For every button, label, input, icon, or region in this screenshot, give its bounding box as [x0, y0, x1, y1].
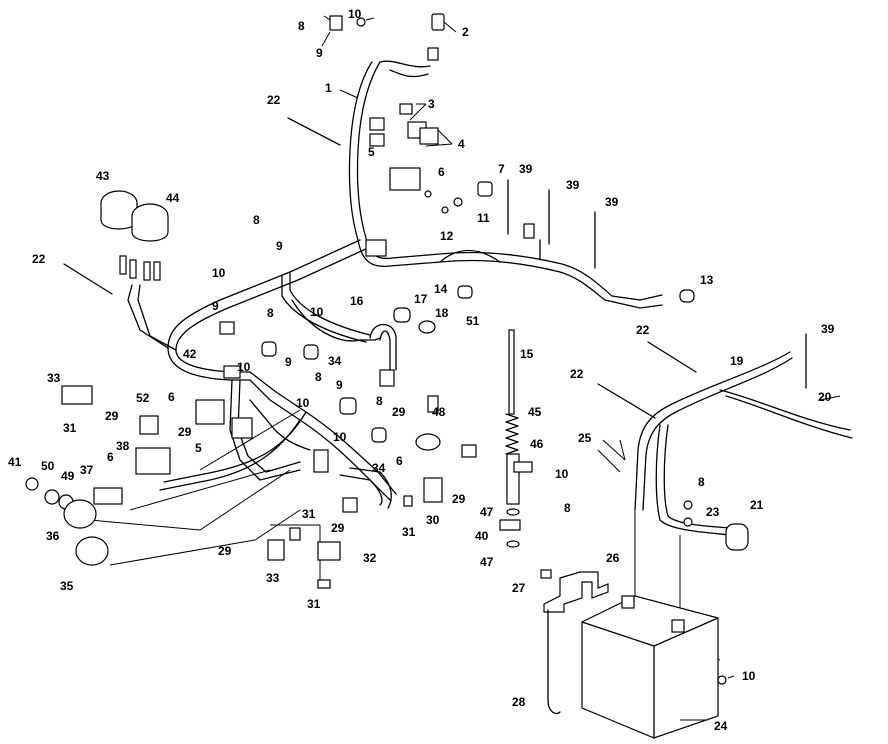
- callout-number: 52: [136, 391, 150, 405]
- callout-number: 33: [266, 571, 280, 585]
- callout-number: 31: [63, 421, 77, 435]
- callout-number: 25: [578, 431, 592, 445]
- callout-number: 39: [566, 178, 580, 192]
- callout-number: 3: [428, 97, 435, 111]
- callout-number: 36: [46, 529, 60, 543]
- callout-number: 9: [285, 355, 292, 369]
- callout-number: 14: [434, 282, 448, 296]
- callout-number: 23: [706, 505, 720, 519]
- callout-number: 6: [396, 454, 403, 468]
- callout-number: 42: [183, 347, 197, 361]
- callout-number: 38: [116, 439, 130, 453]
- callout-number: 22: [636, 323, 650, 337]
- callout-number: 7: [498, 162, 505, 176]
- callout-number: 13: [700, 273, 714, 287]
- callout-number: 29: [452, 492, 466, 506]
- callout-number: 5: [195, 441, 202, 455]
- callout-number: 10: [555, 467, 569, 481]
- callout-number: 28: [512, 695, 526, 709]
- callout-number: 29: [331, 521, 345, 535]
- callout-number: 9: [212, 299, 219, 313]
- callout-number: 47: [480, 555, 494, 569]
- callout-number: 10: [333, 430, 347, 444]
- callout-number: 39: [821, 322, 835, 336]
- callout-number: 22: [32, 252, 46, 266]
- callout-number: 29: [105, 409, 119, 423]
- callout-number: 37: [80, 463, 94, 477]
- callout-number: 29: [392, 405, 406, 419]
- callout-number: 8: [698, 475, 705, 489]
- callout-number: 19: [730, 354, 744, 368]
- callout-number: 35: [60, 579, 74, 593]
- callout-number: 33: [47, 371, 61, 385]
- callout-number: 40: [475, 529, 489, 543]
- callout-number: 24: [714, 719, 728, 733]
- callout-number: 49: [61, 469, 75, 483]
- callout-number: 47: [480, 505, 494, 519]
- callout-number: 10: [212, 266, 226, 280]
- callout-number: 11: [477, 211, 490, 225]
- harness-drawing: [25, 13, 853, 739]
- callout-number: 5: [368, 145, 375, 159]
- callout-number: 27: [512, 581, 526, 595]
- callout-number: 8: [315, 370, 322, 384]
- callout-number: 1: [325, 81, 332, 95]
- callout-number: 34: [328, 354, 342, 368]
- callout-number: 31: [307, 597, 321, 611]
- leader-lines: [321, 15, 841, 721]
- callout-number: 26: [606, 551, 620, 565]
- callout-number: 22: [570, 367, 584, 381]
- callout-number: 6: [168, 390, 175, 404]
- callout-number: 9: [336, 378, 343, 392]
- callout-number: 17: [414, 292, 428, 306]
- callout-number: 20: [818, 390, 832, 404]
- callout-number: 8: [564, 501, 571, 515]
- callout-number: 51: [466, 314, 480, 328]
- callout-number: 29: [178, 425, 192, 439]
- callout-number: 9: [316, 46, 323, 60]
- callout-number: 10: [348, 7, 362, 21]
- callout-number: 44: [166, 191, 180, 205]
- callout-number: 6: [107, 450, 114, 464]
- callout-number: 48: [432, 405, 446, 419]
- callout-number: 8: [298, 19, 305, 33]
- callout-number: 4: [458, 137, 465, 151]
- callout-number: 6: [438, 165, 445, 179]
- callout-number: 12: [440, 229, 454, 243]
- callout-number: 10: [296, 396, 310, 410]
- callout-number: 15: [520, 347, 534, 361]
- callout-number: 8: [253, 213, 260, 227]
- callout-number: 10: [310, 305, 324, 319]
- callout-number: 32: [363, 551, 377, 565]
- callout-number: 29: [218, 544, 232, 558]
- callout-number: 9: [276, 239, 283, 253]
- callout-number: 10: [237, 360, 251, 374]
- callout-number: 43: [96, 169, 110, 183]
- callout-number: 46: [530, 437, 544, 451]
- battery-cable-harness: [597, 351, 853, 661]
- callout-number: 31: [402, 525, 416, 539]
- callout-number: 39: [605, 195, 619, 209]
- callout-number: 2: [462, 25, 469, 39]
- callout-number: 16: [350, 294, 364, 308]
- callout-number: 10: [742, 669, 756, 683]
- callout-number: 50: [41, 459, 55, 473]
- callout-number: 41: [8, 455, 22, 469]
- callout-number: 8: [376, 394, 383, 408]
- callout-number: 22: [267, 93, 281, 107]
- callout-number: 30: [426, 513, 440, 527]
- main-harness: [89, 60, 663, 580]
- callout-number: 8: [267, 306, 274, 320]
- callout-number: 34: [372, 461, 386, 475]
- callout-number: 45: [528, 405, 542, 419]
- callout-number: 18: [435, 306, 449, 320]
- callout-number: 39: [519, 162, 533, 176]
- parts: [25, 13, 807, 739]
- callout-number: 21: [750, 498, 764, 512]
- callout-number: 31: [302, 507, 316, 521]
